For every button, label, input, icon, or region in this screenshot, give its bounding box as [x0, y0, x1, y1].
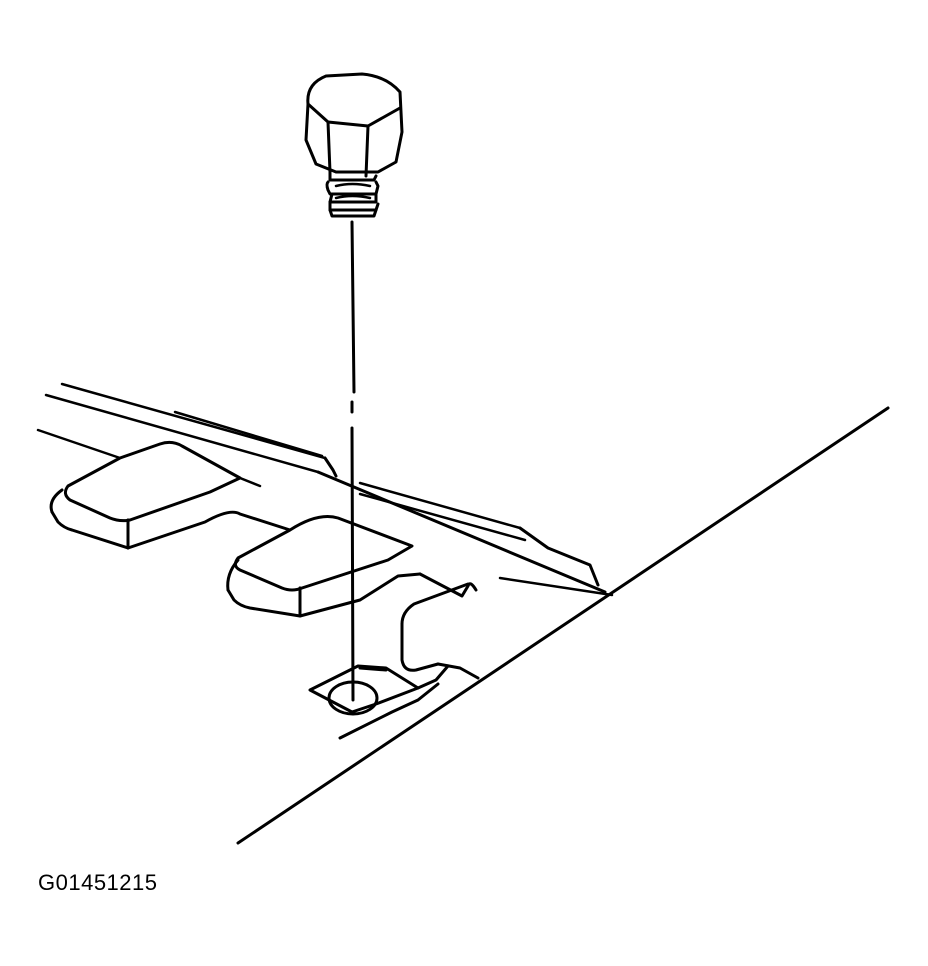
housing-top-rail — [36, 382, 614, 597]
left-raised-tab — [49, 440, 292, 550]
housing-front-edge — [236, 406, 890, 845]
mounting-pad — [308, 572, 480, 740]
hex-head-plug-bolt — [304, 72, 404, 218]
installation-axis-line — [350, 220, 356, 702]
middle-raised-tab — [226, 515, 422, 618]
figure-id-label: G01451215 — [38, 870, 158, 895]
